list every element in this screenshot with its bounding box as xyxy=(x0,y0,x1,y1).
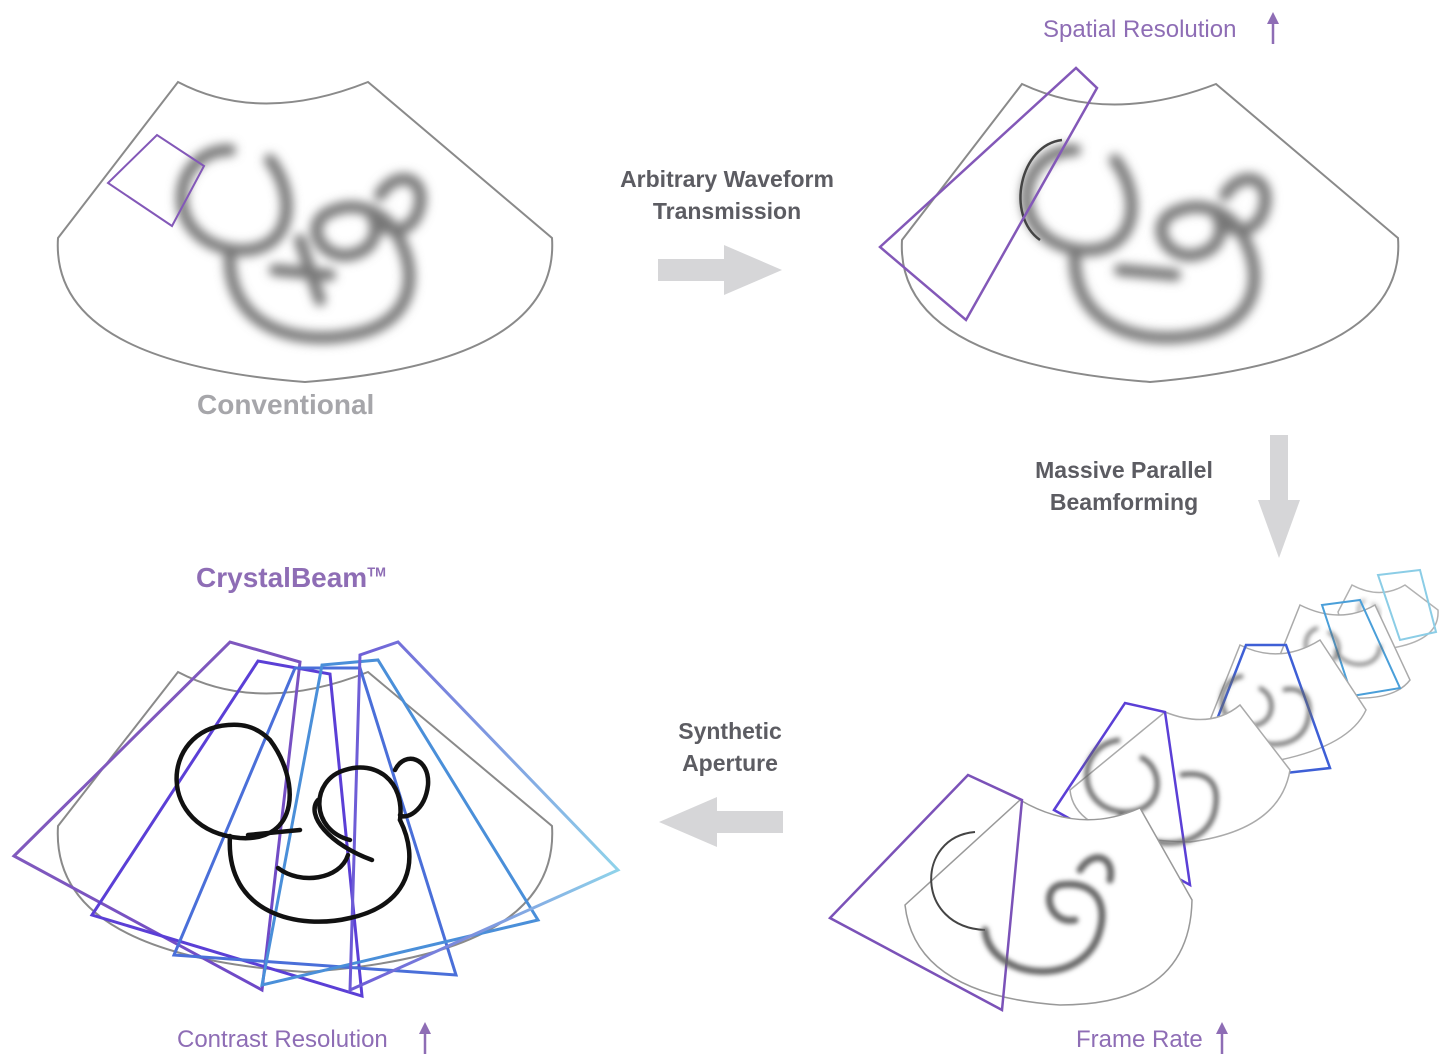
spatial-resolution-label: Spatial Resolution xyxy=(1043,16,1237,43)
massive-parallel-label: Massive Parallel Beamforming xyxy=(1000,454,1248,518)
arbitrary-waveform-label: Arbitrary Waveform Transmission xyxy=(600,163,854,227)
sector-outline xyxy=(56,80,554,384)
spatial-resolution-up-icon xyxy=(1267,12,1279,44)
contrast-resolution-label: Contrast Resolution xyxy=(177,1026,388,1053)
synthetic-aperture-line1: Synthetic xyxy=(678,718,782,744)
spatial-resolution-ultrasound-image xyxy=(878,66,1400,384)
beam-box-3 xyxy=(171,666,459,977)
arrow-right-1 xyxy=(658,245,782,295)
arbitrary-waveform-line2: Transmission xyxy=(652,198,802,224)
conventional-ultrasound-image xyxy=(56,80,554,384)
beam-box-2 xyxy=(89,659,364,999)
arrow-left xyxy=(659,797,783,847)
blurred-fetus-shape xyxy=(1020,144,1272,344)
sharp-fetus-shape xyxy=(174,722,431,924)
frame-rate-image-stack xyxy=(827,568,1439,1012)
massive-parallel-line1: Massive Parallel xyxy=(1035,457,1213,483)
transmit-beam-box xyxy=(106,133,206,228)
blurred-fetus-shape xyxy=(175,144,427,344)
beam-box-5 xyxy=(348,640,621,993)
contrast-resolution-up-icon xyxy=(419,1022,431,1054)
trademark-mark: TM xyxy=(367,564,386,580)
frame-rate-up-icon xyxy=(1216,1022,1228,1054)
sector-outline xyxy=(900,82,1400,384)
conventional-label: Conventional xyxy=(197,389,375,420)
transmit-beam-box xyxy=(878,66,1099,322)
crystalbeam-ultrasound-image xyxy=(11,640,621,999)
synthetic-aperture-label: Synthetic Aperture xyxy=(620,715,840,779)
crystalbeam-name: CrystalBeam xyxy=(196,562,368,593)
stack-frame-1 xyxy=(827,773,1193,1012)
beam-box-4 xyxy=(260,658,541,987)
sharp-head-outline xyxy=(1019,138,1063,242)
arbitrary-waveform-line1: Arbitrary Waveform xyxy=(620,166,834,192)
crystalbeam-label: CrystalBeamTM xyxy=(196,562,386,594)
synthetic-aperture-line2: Aperture xyxy=(682,750,778,776)
massive-parallel-line2: Beamforming xyxy=(1049,489,1199,515)
frame-rate-label: Frame Rate xyxy=(1076,1026,1203,1053)
arrow-down xyxy=(1258,435,1300,558)
